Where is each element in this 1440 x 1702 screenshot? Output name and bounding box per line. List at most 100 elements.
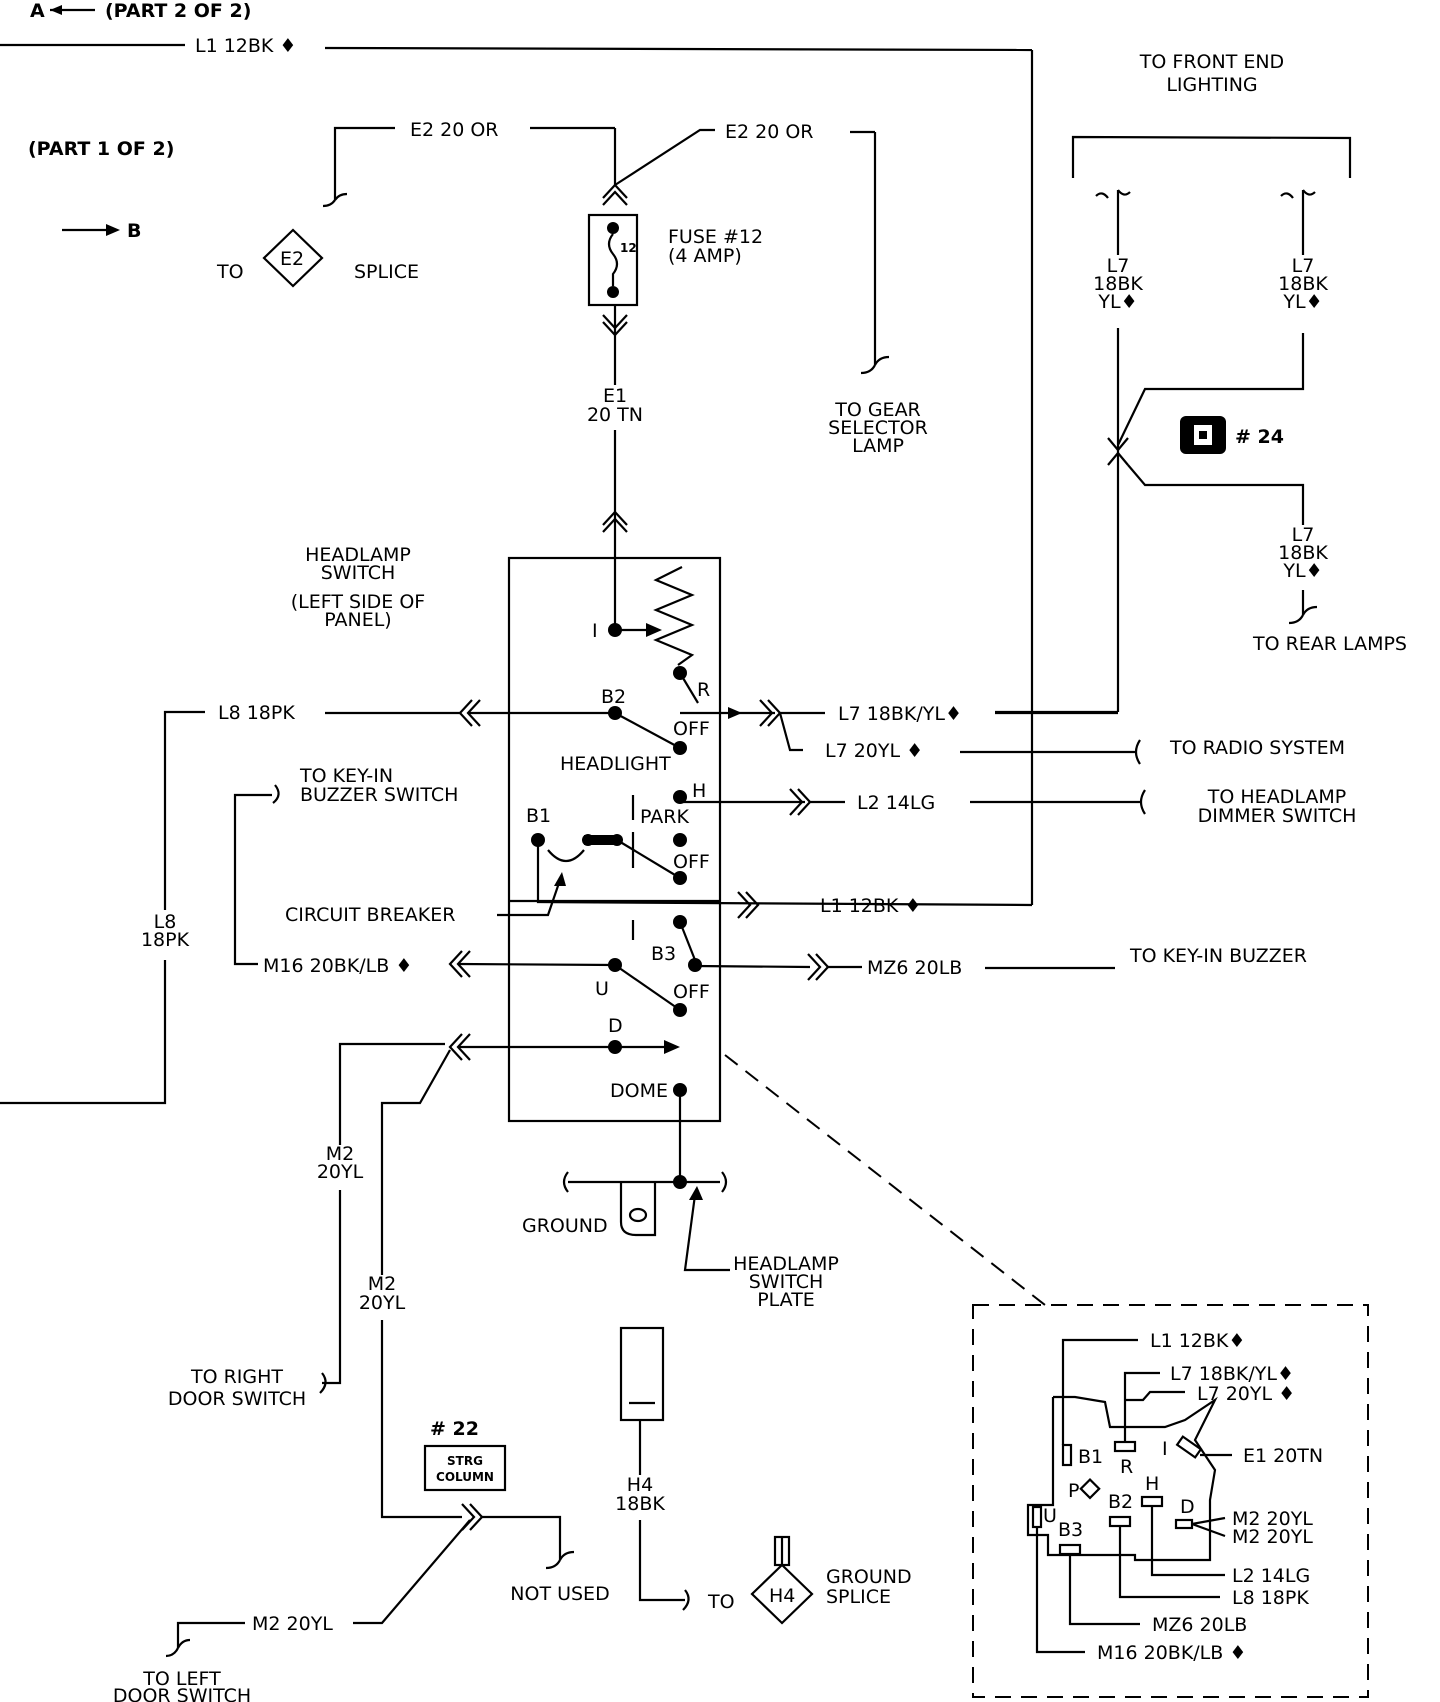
rear-lamps-label: TO REAR LAMPS (1252, 633, 1407, 655)
inset-i: I (1162, 1438, 1168, 1460)
fuse-label-line1: FUSE #12 (668, 226, 763, 248)
plate-label-2: SWITCH (749, 1271, 824, 1293)
wire-l7-main: L7 18BK/YL♦ L7 20YL ♦ TO RADIO SYSTEM (680, 699, 1345, 765)
wire-l7-a: L7 18BK YL♦ (995, 189, 1143, 714)
ground-label: GROUND (522, 1215, 608, 1237)
right-door-line1: TO RIGHT (190, 1366, 283, 1388)
terminal-off-1: OFF (673, 718, 710, 740)
inset-m2b: M2 20YL (1232, 1526, 1313, 1548)
fuse-12: 12 (587, 183, 639, 385)
wire-mz6: MZ6 20LB TO KEY-IN BUZZER (694, 945, 1307, 981)
wire-label-l7a-1: L7 (1107, 255, 1130, 277)
headlamp-switch-box: I R B2 OFF HEADLIGHT H PARK B1 OFF (507, 556, 1033, 1123)
ground-splice-2: SPLICE (826, 1586, 891, 1608)
wire-label-e1-spec: 20 TN (587, 404, 643, 426)
gear-label-line3: LAMP (852, 435, 904, 457)
terminal-b2: B2 (601, 686, 626, 708)
inset-p: P (1068, 1480, 1079, 1502)
key-in-buzzer-label: TO KEY-IN BUZZER (1129, 945, 1307, 967)
part-b-letter: B (127, 220, 141, 242)
connector-24: # 24 (1107, 416, 1284, 466)
inset-m2a: M2 20YL (1232, 1508, 1313, 1530)
inset-l8: L8 18PK (1232, 1587, 1309, 1609)
terminal-park: PARK (640, 806, 689, 828)
terminal-i: I (592, 620, 598, 642)
part-a-text: (PART 2 OF 2) (105, 0, 251, 22)
wire-label-l1-top: L1 12BK ♦ (195, 35, 296, 57)
gear-selector-label: TO GEAR SELECTOR LAMP (828, 399, 928, 457)
strg-label-1: STRG (447, 1454, 483, 1468)
wire-label-m2a-2: 20YL (317, 1161, 364, 1183)
part-b-marker: B (62, 220, 141, 242)
circuit-breaker-label: CIRCUIT BREAKER (285, 872, 566, 926)
to-label-2: TO (707, 1591, 735, 1613)
connector-detail-inset: B1 R I P H U B3 B2 D L1 12BK♦ L7 18BK/YL… (972, 1304, 1369, 1698)
inset-l7a: L7 18BK/YL♦ (1170, 1363, 1294, 1385)
terminal-h: H (692, 780, 706, 802)
wire-l7-b: L7 18BK YL♦ (1117, 189, 1328, 446)
inset-b3: B3 (1058, 1519, 1083, 1541)
wire-m2-right-door: M2 20YL TO RIGHT DOOR SWITCH (168, 1033, 615, 1410)
wire-label-l7c-3: YL♦ (1282, 560, 1322, 582)
wire-l8: L8 18PK L8 18PK (0, 699, 615, 1105)
h4-diamond-label: H4 (769, 1585, 795, 1607)
buzzer-switch-line1: TO KEY-IN (299, 765, 393, 787)
inset-b1: B1 (1078, 1446, 1103, 1468)
splice-label: SPLICE (354, 261, 419, 283)
terminal-headlight: HEADLIGHT (560, 753, 671, 775)
hs-label-1: HEADLAMP (305, 544, 411, 566)
inset-b2: B2 (1108, 1491, 1133, 1513)
part-a-letter: A (30, 0, 45, 22)
right-door-line2: DOOR SWITCH (168, 1388, 306, 1410)
wire-label-h4-1: H4 (627, 1474, 653, 1496)
wire-label-l1-mid: L1 12BK ♦ (820, 895, 921, 917)
wire-label-l7-20yl: L7 20YL ♦ (825, 740, 923, 762)
terminal-u: U (595, 978, 609, 1000)
wire-label-m2a-1: M2 (326, 1143, 354, 1165)
headlamp-switch-label: HEADLAMP SWITCH (LEFT SIDE OF PANEL) (291, 544, 425, 631)
wire-label-l7b-2: 18BK (1278, 273, 1328, 295)
wire-label-l2: L2 14LG (857, 792, 935, 814)
wire-label-l7a-2: 18BK (1093, 273, 1143, 295)
wire-label-l7c-2: 18BK (1278, 542, 1328, 564)
plate-label-3: PLATE (757, 1289, 815, 1311)
wire-label-l7a-3: YL♦ (1097, 291, 1137, 313)
steering-column-connector-22: # 22 STRG COLUMN (423, 1418, 507, 1492)
dome-arrow-icon (664, 1040, 680, 1054)
hs-label-3: (LEFT SIDE OF (291, 591, 425, 613)
ground-and-plate: GROUND HEADLAMP SWITCH PLATE (522, 1090, 839, 1311)
inset-r: R (1120, 1456, 1133, 1478)
wire-label-m2b-1: M2 (368, 1273, 396, 1295)
terminal-b1: B1 (526, 805, 551, 827)
circuit-breaker-text: CIRCUIT BREAKER (285, 904, 455, 926)
buzzer-switch-line2: BUZZER SWITCH (300, 784, 458, 806)
inset-l1: L1 12BK♦ (1150, 1330, 1245, 1352)
terminal-off-2: OFF (673, 851, 710, 873)
wire-label-m2c: M2 20YL (252, 1613, 333, 1635)
wire-label-mz6: MZ6 20LB (867, 957, 962, 979)
inset-leader-line (724, 1054, 1046, 1306)
front-end-line2: LIGHTING (1166, 74, 1257, 96)
connector-22-label: # 22 (430, 1418, 479, 1440)
inset-mz6: MZ6 20LB (1152, 1614, 1247, 1636)
front-end-lighting-label: TO FRONT END LIGHTING (1071, 51, 1352, 178)
wire-label-l7c-1: L7 (1292, 524, 1315, 546)
wiper-arrow-icon (646, 623, 662, 637)
inset-l7b: L7 20YL ♦ (1197, 1383, 1295, 1405)
wire-label-l7-main: L7 18BK/YL♦ (838, 703, 962, 725)
part-b-text: (PART 1 OF 2) (28, 138, 174, 160)
e2-diamond-label: E2 (280, 248, 304, 270)
gear-label-line1: TO GEAR (834, 399, 921, 421)
inset-m16: M16 20BK/LB ♦ (1097, 1642, 1246, 1664)
hs-label-4: PANEL) (324, 609, 391, 631)
inset-e1: E1 20TN (1243, 1445, 1323, 1467)
wire-m2-left-door: M2 20YL NOT USED M2 20YL TO LEFT DOOR SW… (113, 1049, 610, 1702)
hs-label-2: SWITCH (321, 562, 396, 584)
radio-system-label: TO RADIO SYSTEM (1169, 737, 1345, 759)
terminal-d: D (608, 1015, 623, 1037)
wire-l7-c: L7 18BK YL♦ TO REAR LAMPS (1127, 464, 1407, 655)
strg-label-2: COLUMN (436, 1470, 494, 1484)
inset-u: U (1043, 1505, 1057, 1527)
e2-splice-diamond: E2 (262, 228, 324, 288)
